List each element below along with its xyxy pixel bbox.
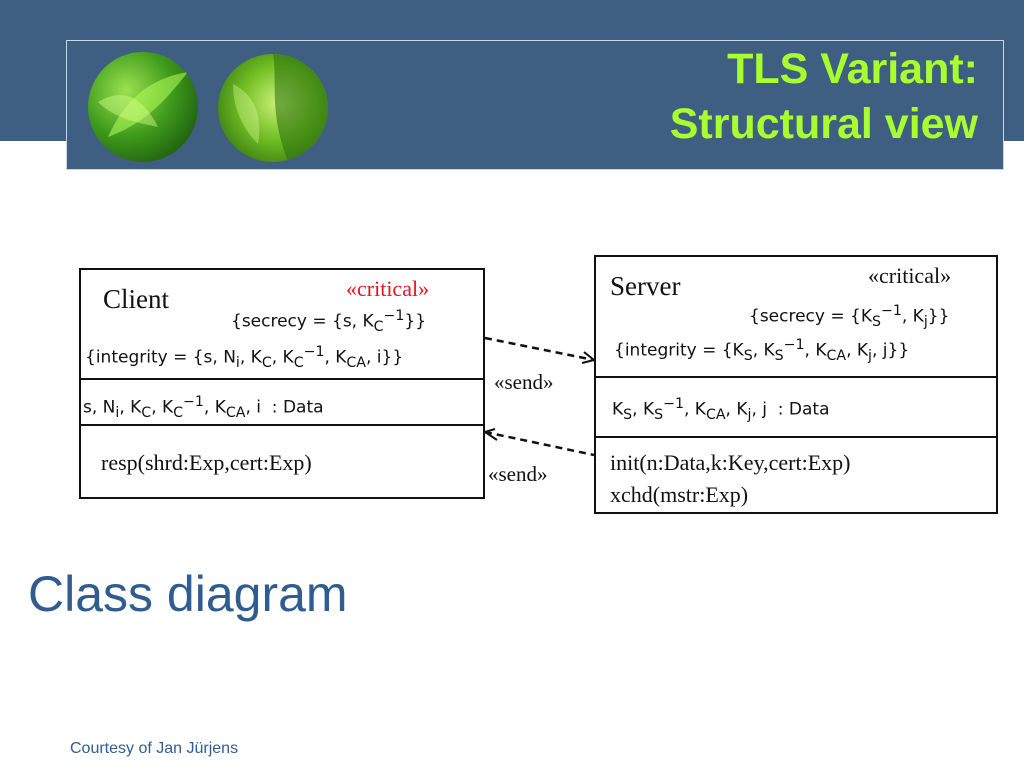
server-attributes-compartment: KS, KS−1, KCA, Kj, j : Data xyxy=(596,376,996,438)
client-attributes-compartment: s, Ni, KC, KC−1, KCA, i : Data xyxy=(81,378,483,426)
client-secrecy: {secrecy = {s, KC−1}} xyxy=(231,308,427,336)
server-secrecy: {secrecy = {KS−1, Kj}} xyxy=(749,303,950,331)
server-attributes: KS, KS−1, KCA, Kj, j : Data xyxy=(612,396,830,424)
server-class: Server «critical» {secrecy = {KS−1, Kj}}… xyxy=(594,255,998,514)
slide-title: TLS Variant: Structural view xyxy=(458,42,978,152)
leaf-image-left xyxy=(88,52,198,162)
client-attributes: s, Ni, KC, KC−1, KCA, i : Data xyxy=(83,394,324,422)
server-operation-xchd: xchd(mstr:Exp) xyxy=(610,482,749,507)
server-stereotype: «critical» xyxy=(868,263,952,288)
client-operations-compartment: resp(shrd:Exp,cert:Exp) xyxy=(81,424,483,500)
server-operation-init: init(n:Data,k:Key,cert:Exp) xyxy=(610,450,851,475)
arrowhead-upper xyxy=(581,351,597,364)
arrowhead-lower xyxy=(482,428,498,441)
client-class-name: Client xyxy=(103,284,169,314)
send-dependency-upper xyxy=(484,336,595,362)
leaf-image-right xyxy=(218,54,328,162)
server-class-name: Server xyxy=(610,271,681,301)
server-integrity: {integrity = {KS, KS−1, KCA, Kj, j}} xyxy=(614,337,910,365)
send-label-lower: «send» xyxy=(488,462,548,486)
slide-footer: Courtesy of Jan Jürjens xyxy=(70,740,239,757)
title-line-1: TLS Variant: xyxy=(727,45,978,93)
client-integrity: {integrity = {s, Ni, KC, KC−1, KCA, i}} xyxy=(85,344,404,372)
send-dependency-lower xyxy=(484,430,595,457)
slide-subtitle: Class diagram xyxy=(28,566,348,622)
server-operations-compartment: init(n:Data,k:Key,cert:Exp) xchd(mstr:Ex… xyxy=(596,436,996,515)
client-stereotype: «critical» xyxy=(346,276,430,301)
send-label-upper: «send» xyxy=(494,370,554,394)
client-class: Client «critical» {secrecy = {s, KC−1}} … xyxy=(79,268,485,499)
title-line-2: Structural view xyxy=(669,100,978,148)
client-operation: resp(shrd:Exp,cert:Exp) xyxy=(101,450,312,475)
